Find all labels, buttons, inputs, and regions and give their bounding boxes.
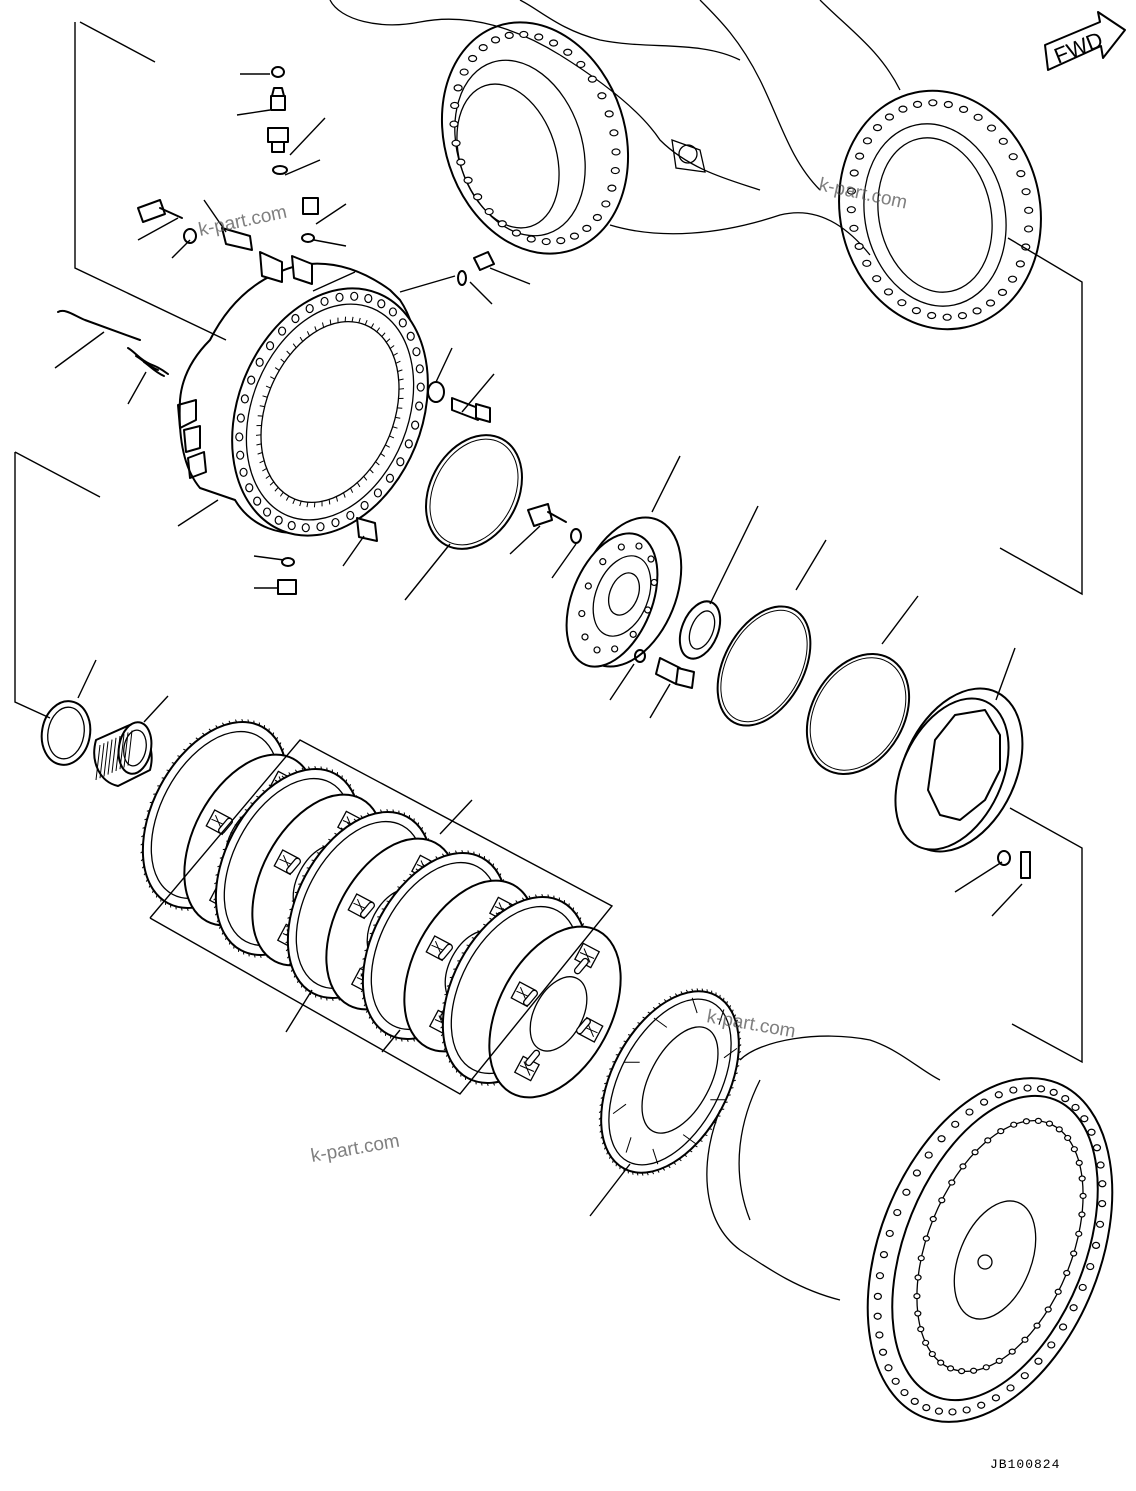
axle-housing [329, 0, 1042, 331]
disc-pack-bracket [149, 739, 614, 1095]
snap-ring [40, 700, 92, 766]
watermark: k-part.com [817, 174, 909, 213]
drawing-code: JB100824 [990, 1457, 1060, 1472]
brake-piston [565, 516, 683, 668]
watermark: k-part.com [309, 1131, 401, 1167]
seal-ring-3 [716, 605, 812, 727]
leader-lines [14, 21, 1083, 1217]
wheel-hub-assembly [706, 1035, 1114, 1423]
brake-disc-pack [140, 719, 622, 1099]
fwd-label: FWD [1051, 27, 1107, 69]
seal-ring-4 [805, 652, 911, 776]
breather-fittings [57, 66, 495, 377]
piston-bolt [527, 503, 582, 544]
splined-hub [93, 721, 153, 787]
seal-ring-1 [425, 434, 523, 550]
damper-plate [598, 988, 742, 1176]
end-plate [894, 687, 1031, 879]
fwd-direction-arrow: FWD [1044, 11, 1126, 71]
piston-lower-bolt [634, 649, 695, 689]
ring-gear-housing [177, 251, 491, 595]
seal-ring-2 [678, 600, 722, 660]
